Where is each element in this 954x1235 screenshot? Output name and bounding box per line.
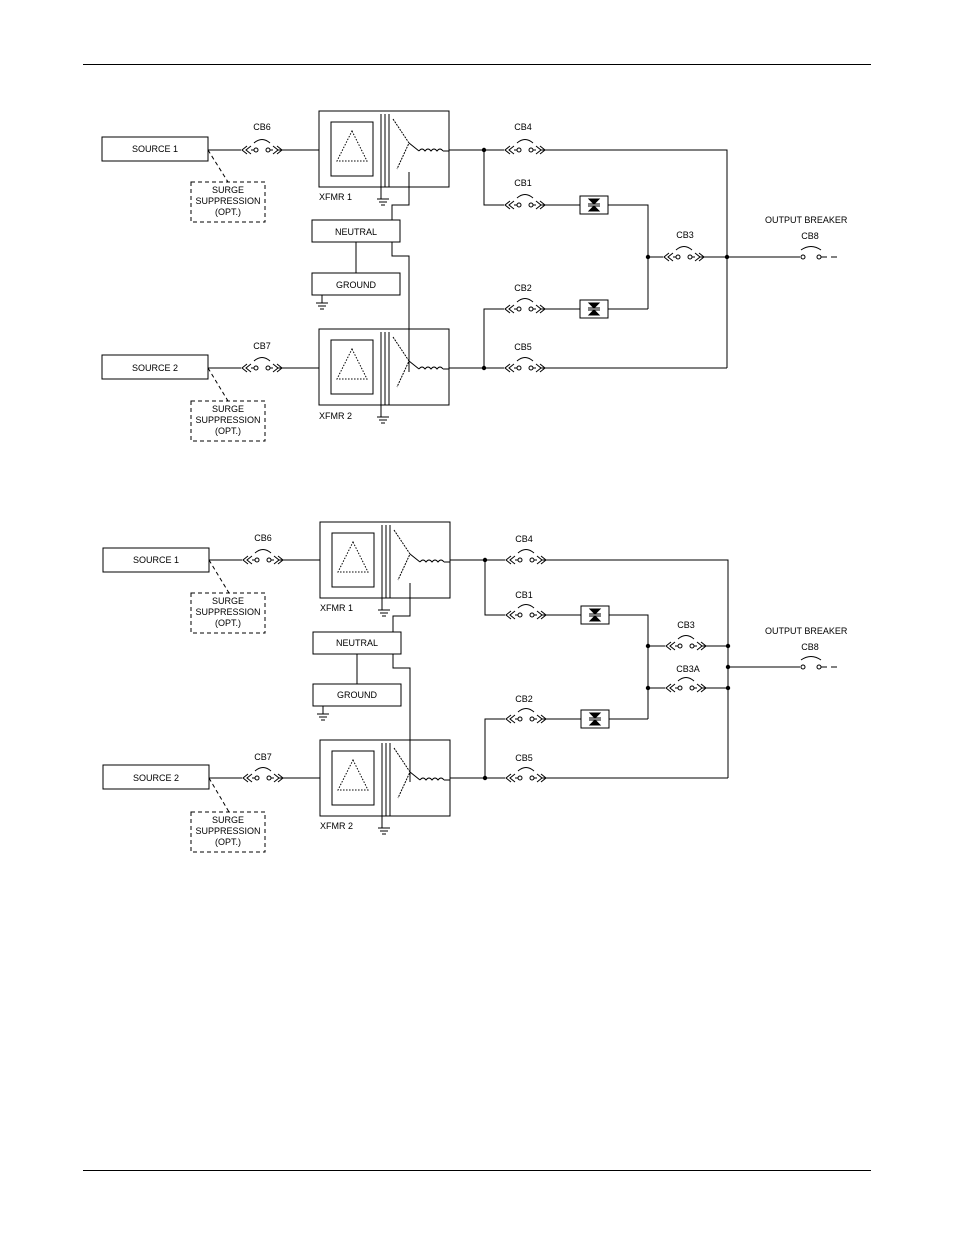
cb3-label: CB3: [677, 620, 695, 630]
surge-2-line-2: SUPPRESSION: [195, 415, 260, 425]
surge-1-line-1: SURGE: [212, 596, 244, 606]
cb4-label: CB4: [515, 534, 533, 544]
source-1-label: SOURCE 1: [133, 555, 179, 565]
neutral-label: NEUTRAL: [335, 227, 377, 237]
surge-2-line-1: SURGE: [212, 404, 244, 414]
cb7-label: CB7: [253, 341, 271, 351]
output-breaker-label: OUTPUT BREAKER: [765, 626, 848, 636]
cb2-label: CB2: [514, 283, 532, 293]
xfmr-2-label: XFMR 2: [319, 411, 352, 421]
surge-1-line-3: (OPT.): [215, 207, 241, 217]
cb6-label: CB6: [253, 122, 271, 132]
cb1-label: CB1: [515, 590, 533, 600]
surge-2-line-3: (OPT.): [215, 837, 241, 847]
xfmr-1-label: XFMR 1: [319, 192, 352, 202]
xfmr-2-label: XFMR 2: [320, 821, 353, 831]
cb4-label: CB4: [514, 122, 532, 132]
surge-2-line-3: (OPT.): [215, 426, 241, 436]
cb3-label: CB3: [676, 230, 694, 240]
surge-1-line-2: SUPPRESSION: [195, 607, 260, 617]
surge-1-line-3: (OPT.): [215, 618, 241, 628]
neutral-label: NEUTRAL: [336, 638, 378, 648]
cb3a-label: CB3A: [676, 664, 700, 674]
diagram-1: SOURCE 1 CB6 SURGE SUPPRESSION (OPT.) XF…: [102, 111, 848, 441]
cb8-label: CB8: [801, 642, 819, 652]
surge-2-line-2: SUPPRESSION: [195, 826, 260, 836]
source-1-label: SOURCE 1: [132, 144, 178, 154]
cb2-label: CB2: [515, 694, 533, 704]
source-2-label: SOURCE 2: [132, 363, 178, 373]
output-breaker-label: OUTPUT BREAKER: [765, 215, 848, 225]
cb8-label: CB8: [801, 231, 819, 241]
ground-label: GROUND: [336, 280, 376, 290]
surge-1-line-1: SURGE: [212, 185, 244, 195]
cb5-label: CB5: [514, 342, 532, 352]
cb7-label: CB7: [254, 752, 272, 762]
cb1-label: CB1: [514, 178, 532, 188]
cb5-label: CB5: [515, 753, 533, 763]
source-2-label: SOURCE 2: [133, 773, 179, 783]
surge-1-line-2: SUPPRESSION: [195, 196, 260, 206]
cb6-label: CB6: [254, 533, 272, 543]
ground-label: GROUND: [337, 690, 377, 700]
surge-2-line-1: SURGE: [212, 815, 244, 825]
xfmr-1-label: XFMR 1: [320, 603, 353, 613]
diagram-2: SOURCE 1 CB6 SURGE SUPPRESSION (OPT.) XF…: [103, 522, 848, 852]
